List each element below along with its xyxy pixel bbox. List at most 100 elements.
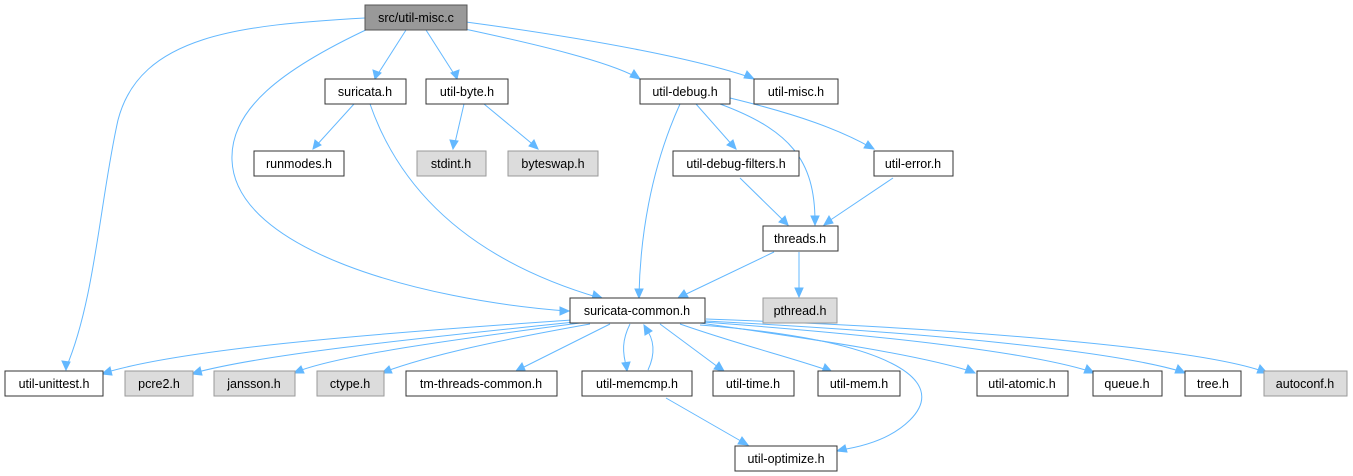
edge-common-to-tree — [704, 320, 1184, 373]
arrowhead-util-byte — [450, 69, 460, 80]
node-queue-h[interactable]: queue.h — [1092, 370, 1163, 397]
edge-util-debug-to-suricata-common — [638, 103, 681, 297]
node-util-memcmp-h[interactable]: util-memcmp.h — [581, 370, 693, 397]
node-label: util-mem.h — [830, 377, 888, 391]
node-label: util-memcmp.h — [596, 377, 678, 391]
node-threads-h[interactable]: threads.h — [762, 225, 839, 252]
arrowhead-queue — [1083, 364, 1096, 374]
edge-root-to-suricata — [375, 29, 407, 78]
arrowhead-suricata — [372, 69, 382, 80]
edge-root-to-util-unittest — [65, 17, 366, 369]
arrowhead-jansson — [292, 365, 305, 374]
node-util-misc-h[interactable]: util-misc.h — [753, 78, 839, 105]
edge-filters-to-threads — [739, 177, 787, 224]
arrowhead-util-error — [863, 140, 876, 150]
node-label: util-misc.h — [768, 85, 824, 99]
arrowhead-util-memcmp — [621, 361, 631, 373]
edge-common-to-util-mem — [679, 323, 831, 372]
node-tree-h[interactable]: tree.h — [1184, 370, 1242, 397]
node-root[interactable]: src/util-misc.c — [364, 4, 468, 31]
node-label: util-debug.h — [652, 85, 717, 99]
node-util-unittest-h[interactable]: util-unittest.h — [4, 370, 104, 397]
arrowhead-memcmp-common — [643, 323, 653, 336]
edge-threads-to-suricata-common — [679, 251, 775, 298]
node-pthread-h[interactable]: pthread.h — [762, 297, 838, 324]
node-ctype-h[interactable]: ctype.h — [316, 370, 385, 397]
arrowhead-runmodes — [312, 139, 322, 150]
edge-common-to-queue — [702, 321, 1093, 373]
edge-root-to-util-debug — [459, 27, 639, 79]
edge-root-to-util-byte — [425, 29, 457, 78]
arrowhead-filters-threads — [778, 215, 789, 226]
node-label: ctype.h — [330, 377, 370, 391]
edge-util-byte-to-byteswap — [483, 103, 537, 148]
node-label: autoconf.h — [1276, 377, 1334, 391]
arrowhead-debug-suricata-common — [634, 288, 644, 300]
node-label: byteswap.h — [521, 157, 584, 171]
node-stdint-h[interactable]: stdint.h — [416, 150, 487, 177]
node-label: suricata-common.h — [584, 304, 690, 318]
arrowhead-util-time — [713, 361, 725, 372]
edge-suricata-to-suricata-common — [369, 103, 601, 299]
arrowhead-util-debug — [629, 69, 642, 80]
edge-common-to-pcre2 — [193, 321, 576, 374]
arrowhead-byteswap — [528, 139, 539, 150]
edge-common-to-util-optimize — [699, 324, 923, 451]
edge-common-to-util-unittest — [103, 319, 573, 374]
node-byteswap-h[interactable]: byteswap.h — [507, 150, 599, 177]
edge-common-to-tm-threads-common — [517, 323, 611, 371]
arrowhead-error-threads — [823, 214, 834, 226]
edge-root-to-suricata-common — [231, 27, 568, 312]
node-label: jansson.h — [226, 377, 281, 391]
node-label: util-atomic.h — [988, 377, 1055, 391]
arrowhead-tm-threads — [514, 362, 526, 372]
arrowhead-tree — [1174, 364, 1187, 374]
edge-util-debug-to-threads — [719, 103, 816, 223]
node-util-error-h[interactable]: util-error.h — [873, 150, 954, 177]
arrowhead-pthread — [794, 287, 804, 299]
node-label: runmodes.h — [266, 157, 332, 171]
arrowhead-stdint — [449, 139, 459, 151]
node-label: stdint.h — [431, 157, 471, 171]
edge-util-byte-to-stdint — [453, 103, 465, 148]
node-util-atomic-h[interactable]: util-atomic.h — [976, 370, 1069, 397]
node-label: util-time.h — [726, 377, 780, 391]
node-util-optimize-h[interactable]: util-optimize.h — [734, 445, 838, 472]
node-autoconf-h[interactable]: autoconf.h — [1263, 370, 1348, 397]
edge-util-memcmp-to-util-optimize — [665, 397, 747, 445]
edge-root-to-util-misc — [465, 21, 753, 79]
node-tm-threads-common-h[interactable]: tm-threads-common.h — [405, 370, 558, 397]
node-util-mem-h[interactable]: util-mem.h — [817, 370, 901, 397]
node-runmodes-h[interactable]: runmodes.h — [253, 150, 345, 177]
node-util-debug-filters-h[interactable]: util-debug-filters.h — [672, 150, 800, 177]
node-pcre2-h[interactable]: pcre2.h — [124, 370, 194, 397]
node-label: queue.h — [1104, 377, 1149, 391]
arrowhead-memcmp-optimize — [737, 436, 750, 446]
node-label: util-debug-filters.h — [686, 157, 785, 171]
node-label: src/util-misc.c — [378, 11, 454, 25]
node-label: util-optimize.h — [747, 452, 824, 466]
node-suricata-h[interactable]: suricata.h — [324, 78, 407, 105]
node-util-byte-h[interactable]: util-byte.h — [425, 78, 509, 105]
node-label: pcre2.h — [138, 377, 180, 391]
arrowhead-common-util-optimize — [835, 444, 848, 453]
node-suricata-common-h[interactable]: suricata-common.h — [569, 297, 706, 324]
arrowhead-pcre2 — [190, 366, 203, 376]
edge-util-debug-to-filters — [695, 103, 735, 148]
node-label: tree.h — [1197, 377, 1229, 391]
edge-common-to-jansson — [295, 322, 581, 373]
edge-util-debug-to-util-error — [729, 97, 873, 149]
edge-suricata-to-runmodes — [314, 103, 355, 148]
edge-common-to-autoconf — [705, 318, 1266, 373]
node-label: util-error.h — [885, 157, 941, 171]
node-util-time-h[interactable]: util-time.h — [712, 370, 795, 397]
node-util-debug-h[interactable]: util-debug.h — [639, 78, 731, 105]
arrowhead-filters — [726, 139, 737, 150]
node-jansson-h[interactable]: jansson.h — [213, 370, 296, 397]
nodes: src/util-misc.c suricata.h util-byte.h u… — [4, 4, 1348, 472]
node-label: tm-threads-common.h — [420, 377, 542, 391]
edge-util-error-to-threads — [825, 177, 894, 224]
arrowhead-root-suricata-common — [559, 306, 571, 316]
node-label: pthread.h — [774, 304, 827, 318]
